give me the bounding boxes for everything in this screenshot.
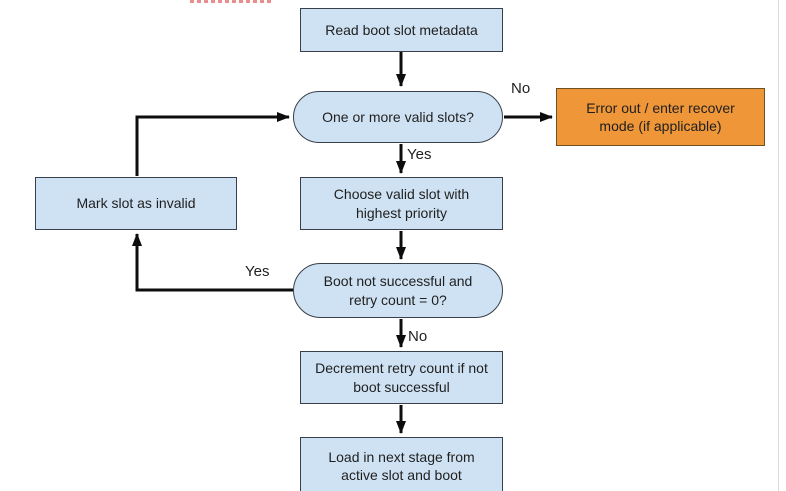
node-read-boot-slot-metadata: Read boot slot metadata (300, 8, 503, 52)
node-boot-not-successful-check: Boot not successful and retry count = 0? (293, 263, 503, 318)
node-choose-valid-slot: Choose valid slot with highest priority (300, 177, 503, 230)
node-label: Boot not successful and retry count = 0? (323, 273, 473, 308)
edge-label-no-to-decrement: No (408, 328, 428, 345)
node-label: One or more valid slots? (322, 108, 474, 125)
arrow-bootcheck-to-markinvalid (132, 233, 293, 292)
node-mark-slot-invalid: Mark slot as invalid (35, 177, 237, 230)
right-edge-divider (778, 0, 779, 491)
clipped-red-text-artifact (190, 0, 272, 3)
edge-label-no-to-error: No (511, 80, 531, 97)
node-label: Load in next stage from active slot and … (328, 448, 475, 483)
node-load-next-stage: Load in next stage from active slot and … (300, 437, 503, 491)
node-decrement-retry-count: Decrement retry count if not boot succes… (300, 351, 503, 404)
node-label: Error out / enter recover mode (if appli… (586, 99, 735, 134)
edge-label-yes-to-choose: Yes (407, 146, 432, 163)
node-error-out-recover-mode: Error out / enter recover mode (if appli… (556, 88, 765, 146)
node-label: Read boot slot metadata (325, 21, 478, 38)
node-one-or-more-valid-slots: One or more valid slots? (293, 91, 503, 143)
node-label: Mark slot as invalid (76, 195, 196, 212)
edge-label-yes-to-mark-invalid: Yes (245, 263, 270, 280)
node-label: Decrement retry count if not boot succes… (315, 360, 488, 395)
node-label: Choose valid slot with highest priority (333, 186, 470, 221)
arrow-markinvalid-to-validslots (135, 112, 290, 176)
